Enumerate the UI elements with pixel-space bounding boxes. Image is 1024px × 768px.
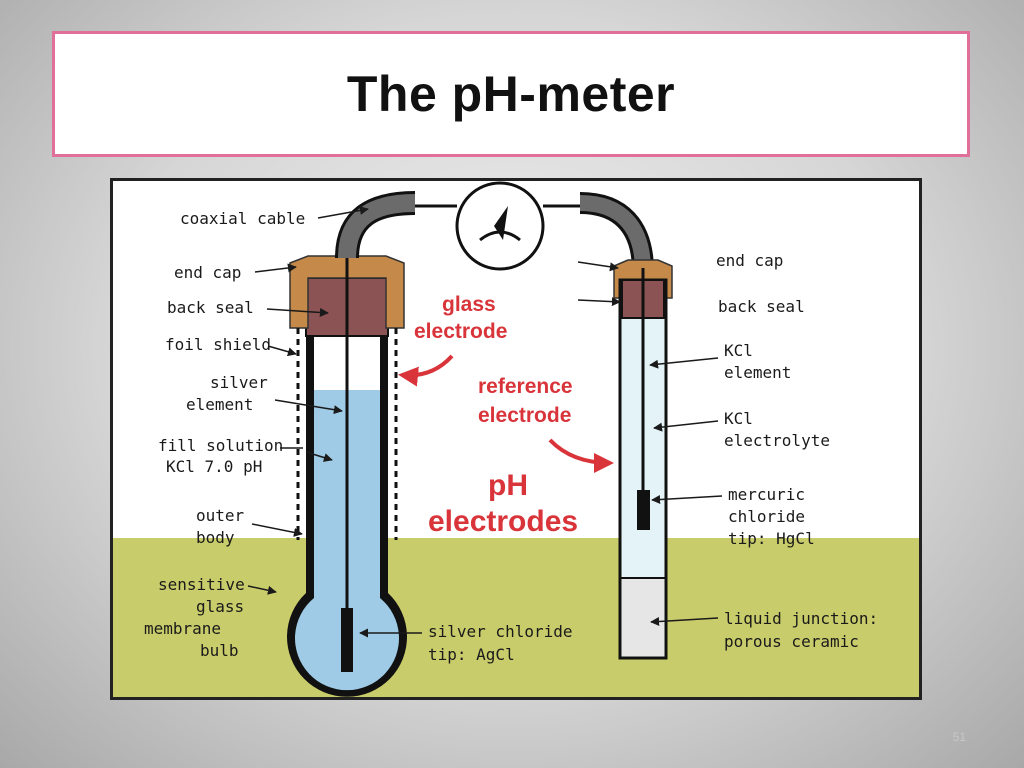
callout-reference-arrow: [548, 438, 614, 473]
leader-liquid-junction: [650, 617, 719, 627]
callout-ph-2: electrodes: [428, 505, 578, 538]
label-kcl-element-2: element: [724, 363, 791, 382]
label-sensitive-4: bulb: [200, 641, 239, 660]
leader-ref-end-cap: [577, 261, 619, 272]
title-box: The pH-meter: [52, 31, 970, 157]
ground-background: [112, 538, 920, 698]
glass-coaxial-cable-inner: [338, 194, 416, 259]
label-kcl-electrolyte-2: electrolyte: [724, 431, 830, 450]
callout-ph-1: pH: [488, 469, 528, 502]
label-foil-shield: foil shield: [165, 335, 271, 354]
leader-kcl-electrolyte: [653, 420, 719, 432]
label-silver-2: element: [186, 395, 253, 414]
label-mercuric-3: tip: HgCl: [728, 529, 815, 548]
label-back-seal: back seal: [167, 298, 254, 317]
label-mercuric-1: mercuric: [728, 485, 805, 504]
label-mercuric-2: chloride: [728, 507, 805, 526]
meter-needle: [494, 206, 508, 240]
silver-chloride-tip: [341, 608, 353, 672]
label-end-cap: end cap: [174, 263, 241, 282]
label-outer-1: outer: [196, 506, 245, 525]
label-sensitive-1: sensitive: [158, 575, 245, 594]
label-coaxial-cable: coaxial cable: [180, 209, 305, 228]
label-ref-back-seal: back seal: [718, 297, 805, 316]
ph-meter-diagram: coaxial cable end cap back seal foil shi…: [110, 178, 922, 700]
ref-porous-ceramic: [622, 578, 664, 656]
label-kcl-element-1: KCl: [724, 341, 753, 360]
leader-silver-element: [274, 399, 343, 415]
leader-outer-body: [251, 523, 303, 537]
ref-coaxial-cable-inner: [579, 195, 651, 269]
label-fill-1: fill solution: [158, 436, 283, 455]
label-sensitive-2: glass: [196, 597, 244, 616]
callout-glass-2: electrode: [414, 320, 507, 343]
label-outer-2: body: [196, 528, 235, 547]
leader-kcl-element: [649, 357, 719, 369]
callout-glass-1: glass: [442, 293, 496, 316]
slide-title: The pH-meter: [346, 66, 676, 122]
leader-coaxial-cable: [317, 206, 369, 219]
leader-foil-shield: [267, 345, 297, 357]
mercuric-chloride-tip: [637, 490, 650, 530]
callout-reference-1: reference: [478, 375, 573, 398]
label-silver-chloride-2: tip: AgCl: [428, 645, 515, 664]
leader-fill-solution-2: [305, 451, 333, 462]
glass-end-cap: [289, 255, 405, 329]
diagram-frame: [110, 178, 922, 700]
leader-sensitive-bulb: [247, 585, 277, 595]
leader-ref-back-seal: [577, 297, 621, 307]
label-liquid-1: liquid junction:: [724, 609, 878, 628]
leader-end-cap: [254, 263, 297, 273]
label-silver-1: silver: [210, 373, 268, 392]
leader-mercuric: [651, 495, 723, 505]
callout-glass-arrow: [398, 354, 454, 387]
label-silver-chloride-1: silver chloride: [428, 622, 573, 641]
label-liquid-2: porous ceramic: [724, 632, 859, 651]
leader-back-seal: [266, 307, 329, 317]
label-fill-2: KCl 7.0 pH: [166, 457, 262, 476]
label-sensitive-3: membrane: [144, 619, 221, 638]
label-kcl-electrolyte-1: KCl: [724, 409, 753, 428]
label-ref-end-cap: end cap: [716, 251, 783, 270]
callout-reference-2: electrode: [478, 404, 571, 427]
slide-number: 51: [952, 730, 966, 744]
